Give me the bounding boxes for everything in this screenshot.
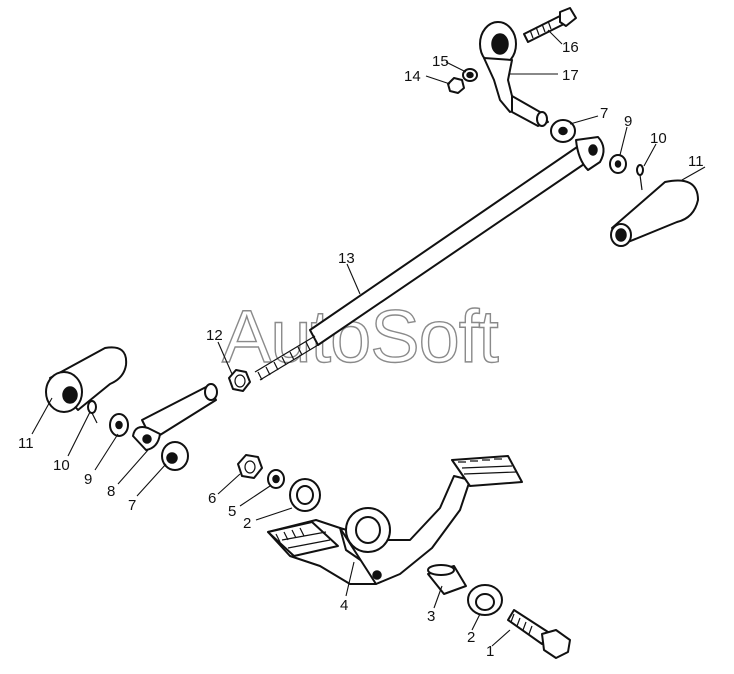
- part-4-pedal: [267, 455, 523, 585]
- label-7-upper: 7: [600, 105, 608, 122]
- part-5-washer: [267, 469, 285, 489]
- part-15-washer: [462, 68, 478, 82]
- leader-lines: [31, 29, 706, 647]
- label-17: 17: [562, 67, 579, 84]
- label-1: 1: [486, 643, 494, 660]
- label-3: 3: [427, 608, 435, 625]
- part-16-bolt: [523, 7, 577, 43]
- part-10-cotter-pin-upper: [636, 164, 644, 191]
- part-14-nut: [447, 77, 465, 94]
- part-7-washer-lower: [161, 441, 189, 471]
- part-1-bolt: [507, 609, 571, 659]
- label-10-upper: 10: [650, 130, 667, 147]
- label-8: 8: [107, 483, 115, 500]
- part-17-upper-lever: [479, 21, 549, 127]
- label-11-upper: 11: [688, 153, 704, 170]
- part-2-bushing-upper: [289, 478, 321, 512]
- label-5: 5: [228, 503, 236, 520]
- label-7-lower: 7: [128, 497, 136, 514]
- part-7-washer-upper: [550, 119, 576, 143]
- part-11-end-cap-lower: [45, 346, 128, 413]
- label-13: 13: [338, 250, 355, 267]
- label-11-lower: 11: [18, 435, 34, 452]
- part-13-rod: [254, 136, 605, 381]
- label-16: 16: [562, 39, 579, 56]
- label-6: 6: [208, 490, 216, 507]
- part-6-nut: [237, 454, 263, 479]
- part-11-end-cap-upper: [610, 179, 699, 247]
- part-9-washer-lower: [109, 413, 129, 437]
- label-9-upper: 9: [624, 113, 632, 130]
- label-10-lower: 10: [53, 457, 70, 474]
- part-10-cotter-pin-lower: [87, 400, 98, 424]
- label-12: 12: [206, 327, 223, 344]
- part-9-washer-upper: [609, 154, 627, 174]
- part-2-bushing-lower: [467, 584, 503, 616]
- part-labels: 1 2 2 3 4 5 6 7 7 8 9 9 10 10 11 11 12 1…: [18, 39, 704, 660]
- part-3-sleeve: [427, 564, 467, 595]
- label-15: 15: [432, 53, 449, 70]
- label-14: 14: [404, 68, 421, 85]
- label-9-lower: 9: [84, 471, 92, 488]
- label-4: 4: [340, 597, 348, 614]
- label-2-lower: 2: [467, 629, 475, 646]
- label-2-upper: 2: [243, 515, 251, 532]
- part-12-nut: [228, 369, 251, 392]
- part-8-fork-end: [132, 383, 218, 451]
